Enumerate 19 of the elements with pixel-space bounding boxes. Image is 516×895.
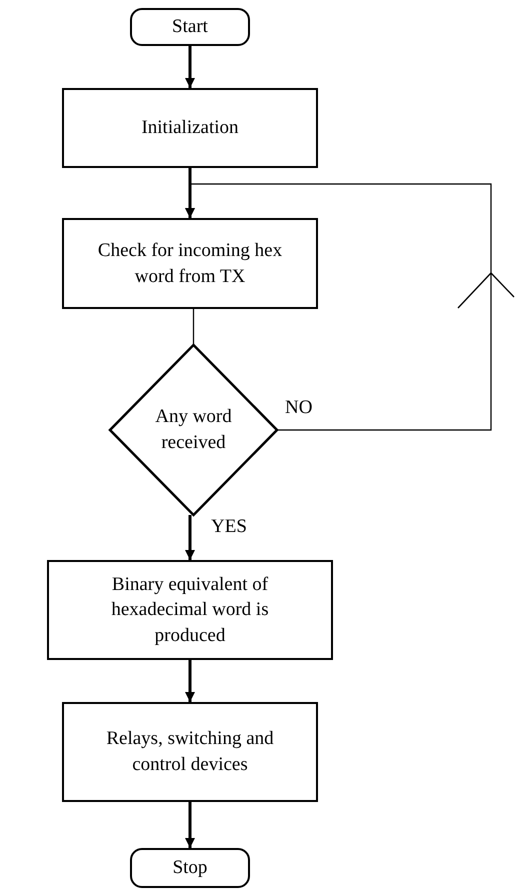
node-text: Check for incoming hex word from TX <box>98 238 282 288</box>
arrow <box>185 183 514 431</box>
terminal-box <box>130 8 250 46</box>
arrow <box>185 802 195 848</box>
node-text: Any word received <box>154 405 233 455</box>
node-text: Relays, switching and control devices <box>105 727 275 777</box>
node-text: Initialization <box>141 116 239 140</box>
node-text: Stop <box>172 856 208 880</box>
process-box <box>62 218 318 309</box>
decision-diamond <box>108 343 279 517</box>
arrow <box>185 515 195 560</box>
process-box <box>62 88 318 168</box>
arrow <box>185 660 195 702</box>
node-text: Binary equivalent of hexadecimal word is produced <box>110 572 270 648</box>
process-box <box>47 560 333 660</box>
arrow <box>185 46 195 88</box>
terminal-box <box>130 848 250 888</box>
process-box <box>62 702 318 802</box>
node-text: Start <box>172 15 208 40</box>
